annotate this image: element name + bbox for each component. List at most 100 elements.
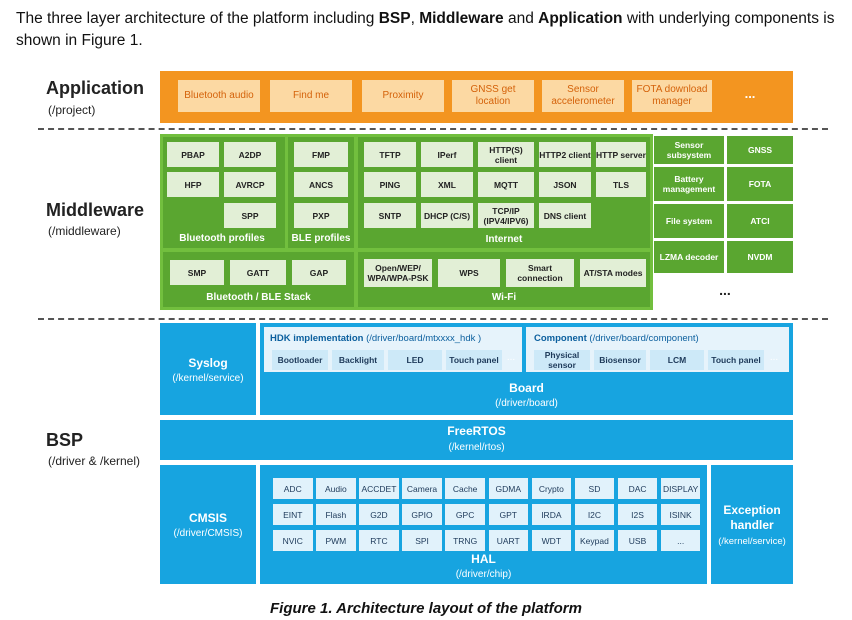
bt-profile-item: A2DP xyxy=(224,142,276,167)
hal-module: Camera xyxy=(402,478,442,499)
app-item: Proximity xyxy=(362,80,444,112)
hal-title: HAL xyxy=(471,552,496,566)
hal-module: RTC xyxy=(359,530,399,551)
middleware-right-item: LZMA decoder xyxy=(654,241,724,273)
cmsis-block xyxy=(160,465,256,584)
component-item: LCM xyxy=(650,350,704,370)
internet-item: HTTP2 client xyxy=(539,142,591,167)
bt-stack-label: Bluetooth / BLE Stack xyxy=(206,292,311,303)
cmsis-title: CMSIS xyxy=(188,511,227,525)
middleware-layer-title: Middleware xyxy=(46,200,145,220)
hal-module: GDMA xyxy=(488,478,528,499)
hal-module: ADC xyxy=(273,478,313,499)
hal-module: I2C xyxy=(574,504,615,525)
hal-module: UART xyxy=(488,530,528,551)
hal-module: Cache xyxy=(445,478,485,499)
hdk-heading: HDK implementation (/driver/board/mtxxxx… xyxy=(270,333,520,344)
bt-profile-item: AVRCP xyxy=(224,172,276,197)
hal-module: IRDA xyxy=(531,504,572,525)
hal-module: Flash xyxy=(316,504,356,525)
component-heading: Component (/driver/board/component) xyxy=(534,333,784,344)
hal-module: Crypto xyxy=(531,478,572,499)
wifi-item: AT/STA modes xyxy=(580,259,646,287)
hal-module: TRNG xyxy=(445,530,485,551)
bt-stack-item: GAP xyxy=(292,260,346,285)
hal-module: GPT xyxy=(488,504,528,525)
internet-item: MQTT xyxy=(478,172,534,197)
middleware-layer-path: (/middleware) xyxy=(48,224,121,238)
intro-paragraph: The three layer architecture of the plat… xyxy=(16,8,836,52)
wifi-item: Open/WEP/ WPA/WPA-PSK xyxy=(364,259,432,287)
app-more: ... xyxy=(744,86,756,101)
hal-module: DAC xyxy=(617,478,658,499)
freertos-block xyxy=(160,420,793,460)
syslog-block xyxy=(160,323,256,415)
hdk-more: ... xyxy=(506,352,516,363)
bt-profile-item: HFP xyxy=(167,172,219,197)
ble-profile-item: ANCS xyxy=(294,172,348,197)
app-item: FOTA download manager xyxy=(632,80,712,112)
bsp-layer-path: (/driver & /kernel) xyxy=(48,454,141,468)
syslog-title: Syslog xyxy=(188,356,228,370)
intro-sep2: and xyxy=(503,10,539,27)
app-item: Bluetooth audio xyxy=(178,80,260,112)
hal-module: EINT xyxy=(273,504,313,525)
application-layer-title: Application xyxy=(46,78,144,98)
middleware-right-item: ATCI xyxy=(727,204,793,238)
component-item: Biosensor xyxy=(594,350,646,370)
wifi-item: Smart connection xyxy=(506,259,574,287)
hdk-item: Touch panel xyxy=(446,350,502,370)
hdk-item: Bootloader xyxy=(272,350,328,370)
middleware-right-item: NVDM xyxy=(727,241,793,273)
hal-module: GPIO xyxy=(402,504,442,525)
cmsis-path: (/driver/CMSIS) xyxy=(173,528,243,539)
board-title: Board xyxy=(509,381,544,395)
intro-application: Application xyxy=(538,10,623,27)
component-title: Component xyxy=(534,333,587,344)
figure-caption: Figure 1. Architecture layout of the pla… xyxy=(270,600,582,617)
intro-prefix: The three layer architecture of the plat… xyxy=(16,10,379,27)
hdk-item: LED xyxy=(388,350,442,370)
hal-module: DISPLAY xyxy=(660,478,701,499)
internet-item: TCP/IP (IPV4/IPV6) xyxy=(478,203,534,228)
hal-module: USB xyxy=(617,530,658,551)
bt-stack-item: SMP xyxy=(170,260,224,285)
hal-module: SPI xyxy=(402,530,442,551)
bluetooth-profiles-label: Bluetooth profiles xyxy=(179,233,265,244)
internet-item: PING xyxy=(364,172,416,197)
syslog-path: (/kernel/service) xyxy=(172,373,244,384)
bt-stack-item: GATT xyxy=(230,260,286,285)
app-item: Sensor accelerometer xyxy=(542,80,624,112)
intro-middleware: Middleware xyxy=(419,10,504,27)
middleware-right-item: FOTA xyxy=(727,167,793,201)
component-path: (/driver/board/component) xyxy=(589,333,699,344)
internet-item: XML xyxy=(421,172,473,197)
hal-module: GPC xyxy=(445,504,485,525)
component-item: Physical sensor xyxy=(534,350,590,370)
component-more: ... xyxy=(769,352,779,363)
intro-sep1: , xyxy=(410,10,420,27)
internet-item: TLS xyxy=(596,172,646,197)
hal-module: ... xyxy=(660,530,701,551)
internet-item: TFTP xyxy=(364,142,416,167)
internet-item: SNTP xyxy=(364,203,416,228)
ble-profile-item: PXP xyxy=(294,203,348,228)
hal-path: (/driver/chip) xyxy=(455,569,512,580)
hdk-item: Backlight xyxy=(332,350,384,370)
intro-suffix: with underlying components is shown in F… xyxy=(16,10,835,49)
exception-handler-path: (/kernel/service) xyxy=(718,536,786,547)
hal-module: Audio xyxy=(316,478,356,499)
ble-profiles-label: BLE profiles xyxy=(291,233,351,244)
freertos-path: (/kernel/rtos) xyxy=(448,442,505,453)
hal-module: NVIC xyxy=(273,530,313,551)
intro-bsp: BSP xyxy=(378,10,411,27)
component-item: Touch panel xyxy=(708,350,764,370)
internet-item: HTTP server xyxy=(596,142,646,167)
freertos-title: FreeRTOS xyxy=(447,424,506,438)
middleware-right-item: Sensor subsystem xyxy=(654,136,724,164)
middleware-right-item: Battery management xyxy=(654,167,724,201)
internet-item: JSON xyxy=(539,172,591,197)
hal-module: PWM xyxy=(316,530,356,551)
internet-item: DHCP (C/S) xyxy=(421,203,473,228)
separator-middleware-bsp xyxy=(38,318,828,320)
